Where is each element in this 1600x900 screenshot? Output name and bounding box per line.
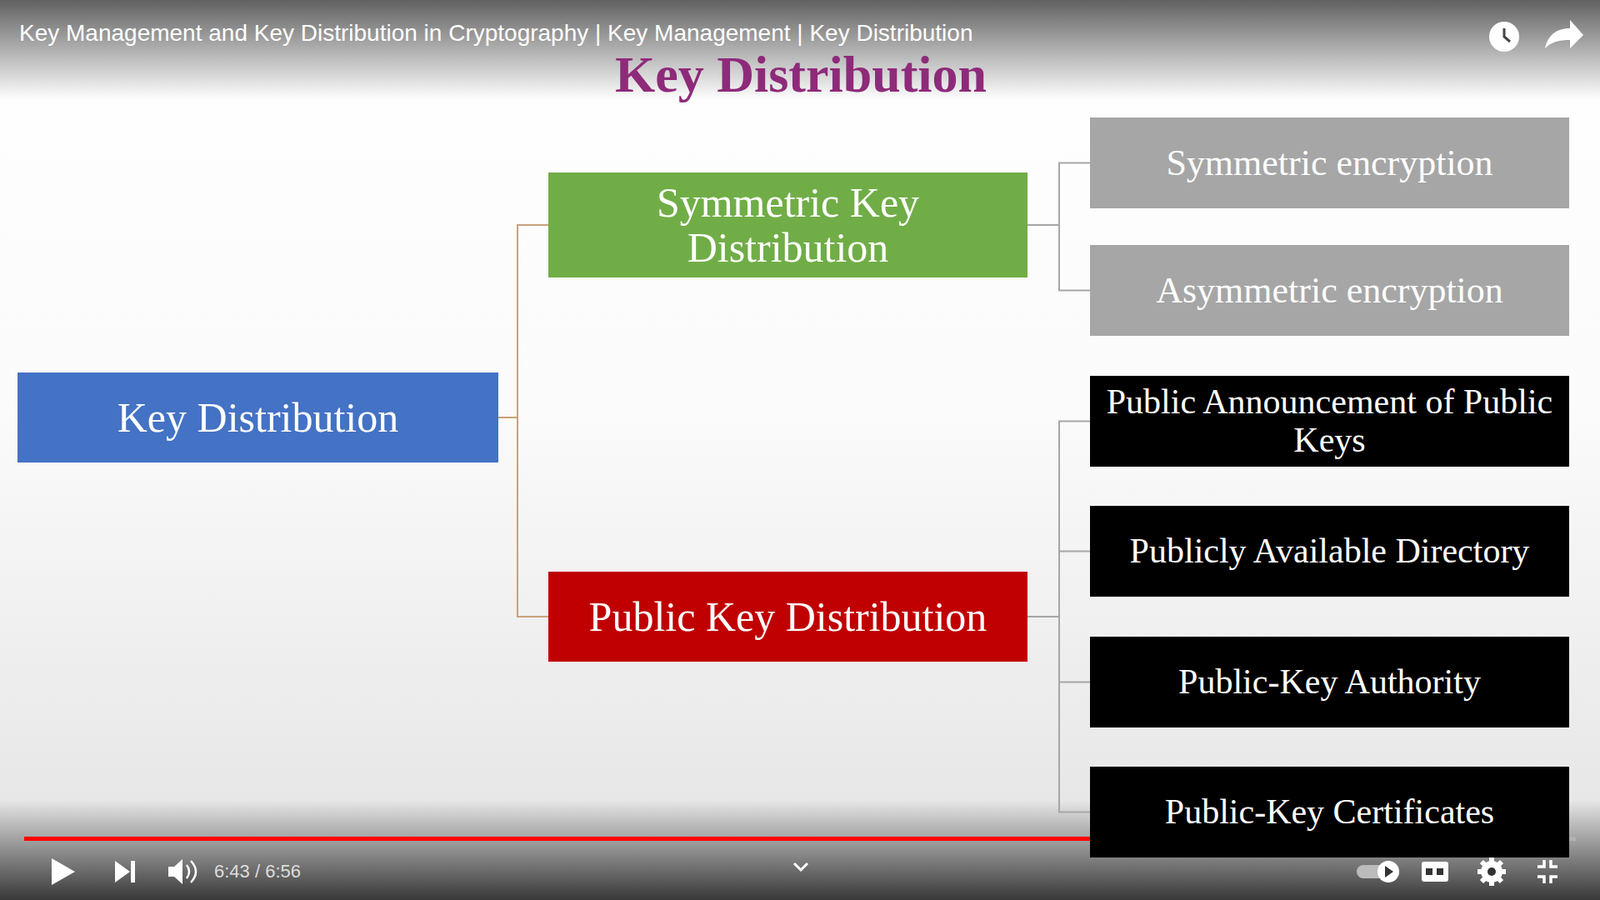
video-time: 6:43 / 6:56	[214, 860, 301, 883]
box-text: Symmetric encryption	[1165, 143, 1493, 184]
tree-connector	[1027, 163, 1090, 226]
captions-icon	[1421, 861, 1449, 882]
chevron-icon	[794, 863, 808, 870]
method-box: Asymmetric encryption	[1090, 245, 1570, 336]
slide-heading: Key Distribution	[615, 45, 987, 105]
box-text: Publicly Available Directory	[1130, 532, 1530, 570]
box-text: Public Key Distribution	[589, 594, 988, 640]
box-text: Symmetric Key Distribution	[560, 180, 1016, 270]
tree-connector	[1027, 551, 1090, 618]
box-text: Key Distribution	[117, 395, 399, 440]
root-box: Key Distribution	[17, 372, 499, 463]
next-icon	[115, 860, 135, 883]
autoplay-toggle	[1356, 860, 1400, 883]
category-box: Symmetric Key Distribution	[548, 172, 1028, 278]
tree-connector	[498, 417, 549, 617]
video-title: Key Management and Key Distribution in C…	[19, 20, 973, 47]
box-text: Public-Key Certificates	[1165, 793, 1495, 831]
method-box: Public-Key Certificates	[1090, 766, 1570, 858]
tree-connector	[1027, 421, 1090, 618]
volume-icon	[168, 859, 196, 885]
box-text: Asymmetric encryption	[1155, 270, 1504, 311]
method-box: Public Announcement of Public Keys	[1090, 375, 1570, 467]
fullscreen-exit-icon	[1537, 860, 1558, 884]
tree-connector	[1027, 225, 1090, 291]
clock-icon	[1489, 21, 1520, 52]
tree-connector	[498, 225, 549, 418]
box-text: Public Announcement of Public Keys	[1101, 383, 1558, 460]
share-icon	[1545, 20, 1584, 49]
play-icon	[51, 858, 75, 885]
box-text: Public-Key Authority	[1178, 663, 1481, 701]
method-box: Symmetric encryption	[1090, 117, 1570, 209]
method-box: Public-Key Authority	[1090, 636, 1570, 728]
settings-icon	[1477, 857, 1506, 886]
category-box: Public Key Distribution	[548, 571, 1028, 662]
method-box: Publicly Available Directory	[1090, 505, 1570, 597]
tree-connector	[1027, 616, 1090, 813]
